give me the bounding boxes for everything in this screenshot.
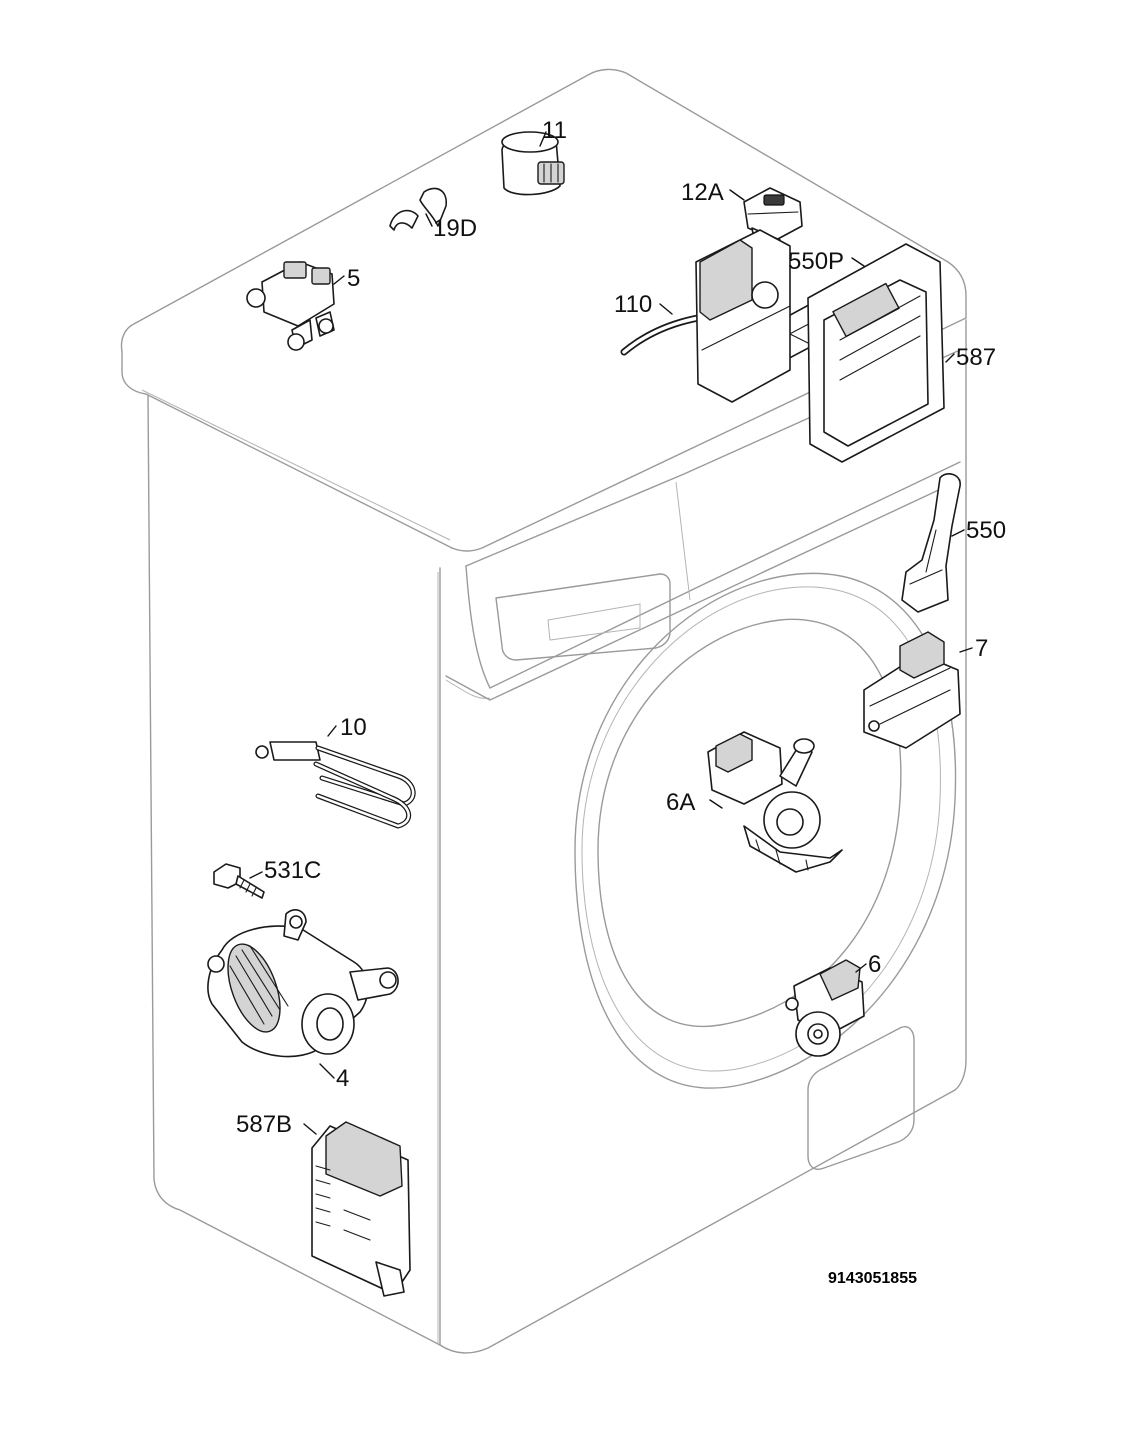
callout-531c: 531C — [264, 857, 321, 884]
part-10-heating-element[interactable] — [255, 741, 416, 829]
part-6a-drain-pump[interactable] — [707, 731, 843, 873]
callout-5: 5 — [347, 265, 360, 292]
part-587b-power-module[interactable] — [311, 1121, 411, 1297]
callout-10: 10 — [340, 714, 367, 741]
callout-19d: 19D — [433, 215, 477, 242]
callout-6: 6 — [868, 951, 881, 978]
part-7-door-lock[interactable] — [863, 631, 961, 749]
callout-550: 550 — [966, 517, 1006, 544]
part-550-door-lever[interactable] — [901, 473, 961, 613]
part-11-suppressor[interactable] — [501, 131, 565, 196]
callout-7: 7 — [975, 635, 988, 662]
callout-110: 110 — [614, 291, 652, 318]
callout-6a: 6A — [666, 789, 695, 816]
callout-587b: 587B — [236, 1111, 292, 1138]
part-531c-bolt[interactable] — [213, 863, 265, 899]
callout-12a: 12A — [681, 179, 724, 206]
callout-550p: 550P — [788, 248, 844, 275]
washing-machine-cabinet — [120, 68, 967, 1354]
part-587-control-board[interactable] — [695, 229, 945, 463]
part-4-motor[interactable] — [207, 909, 399, 1058]
part-19d-clip[interactable] — [389, 187, 447, 231]
leader-lines — [249, 131, 973, 1135]
callout-4: 4 — [336, 1065, 349, 1092]
part-5-inlet-valve[interactable] — [246, 261, 335, 351]
callout-587: 587 — [956, 344, 996, 371]
drawing-number: 9143051855 — [828, 1270, 917, 1287]
part-6-pump[interactable] — [785, 959, 865, 1057]
callout-11: 11 — [542, 117, 567, 144]
callout-labels: 11 19D 12A 550P 5 110 587 550 7 10 6A 53… — [236, 117, 1006, 1138]
